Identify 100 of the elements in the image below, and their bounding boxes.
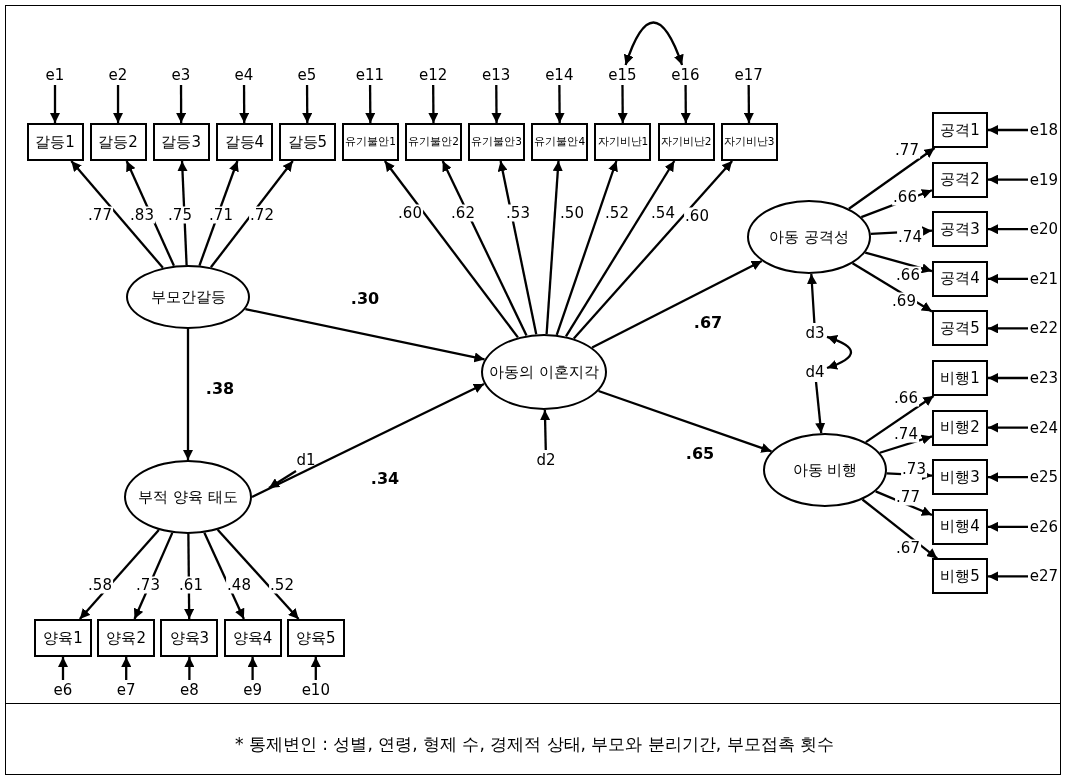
edge-label: .53 [505, 204, 531, 222]
error-label: e10 [300, 680, 331, 700]
error-label: e6 [48, 680, 78, 700]
arrow [591, 260, 763, 349]
error-label: e4 [230, 65, 258, 85]
curved-double-arrow [624, 21, 684, 66]
arrow [49, 85, 61, 123]
arrow [113, 85, 124, 123]
error-label: e14 [543, 65, 576, 85]
arrow [365, 85, 376, 123]
arrow [743, 85, 754, 123]
arrow [203, 532, 245, 620]
edge-label: .66 [892, 188, 918, 206]
edge-label: .74 [893, 425, 919, 443]
arrow [598, 389, 772, 453]
indicator-box: 공격4 [932, 260, 988, 297]
arrow [497, 160, 538, 335]
error-label: e22 [1028, 318, 1060, 339]
error-label: e7 [111, 680, 142, 700]
indicator-box: 유기불안2 [405, 123, 463, 161]
arrow [428, 85, 439, 123]
indicator-box: 비행4 [932, 508, 988, 545]
latent-ellipse: 아동 공격성 [747, 200, 871, 274]
arrow [988, 372, 1028, 384]
edge-label: .34 [369, 469, 401, 487]
indicator-box: 자기비난1 [594, 123, 652, 161]
error-label: e24 [1028, 417, 1060, 438]
arrow [988, 323, 1028, 334]
latent-ellipse: 부모간갈등 [126, 265, 250, 329]
arrow [121, 657, 132, 680]
indicator-box: 공격2 [932, 161, 988, 198]
error-label: e13 [480, 65, 513, 85]
error-label: e1 [41, 65, 69, 85]
arrow [988, 273, 1028, 284]
error-label: e15 [606, 65, 639, 85]
edge-label: .75 [167, 206, 193, 224]
arrow [554, 85, 565, 123]
error-label: e12 [417, 65, 450, 85]
arrow [865, 395, 935, 444]
indicator-box: 갈등2 [89, 123, 147, 161]
error-label: e3 [167, 65, 195, 85]
arrow [57, 657, 69, 680]
arrow [239, 85, 250, 123]
disturbance-label: d1 [294, 450, 318, 470]
arrow [565, 160, 676, 337]
arrow [216, 529, 300, 620]
arrow [184, 657, 195, 680]
indicator-box: 갈등1 [26, 123, 84, 161]
indicator-box: 양육5 [286, 619, 345, 657]
error-label: e17 [732, 65, 765, 85]
error-label: e9 [237, 680, 268, 700]
arrow [573, 160, 733, 340]
edge-label: .30 [349, 289, 381, 307]
arrow [310, 657, 321, 680]
edge-label: .77 [894, 141, 920, 159]
error-label: e26 [1028, 516, 1060, 537]
latent-ellipse: 부적 양육 태도 [124, 460, 252, 534]
edge-label: .52 [269, 576, 295, 594]
error-label: e21 [1028, 268, 1060, 289]
edge-label: .73 [135, 576, 161, 594]
edge-label: .48 [226, 576, 252, 594]
arrow [861, 498, 938, 560]
indicator-box: 공격5 [932, 310, 988, 347]
indicator-box: 공격3 [932, 211, 988, 248]
error-label: e18 [1028, 120, 1060, 140]
indicator-box: 양육2 [97, 619, 156, 657]
arrow [268, 470, 297, 489]
edge-label: .77 [895, 488, 921, 506]
arrow [988, 571, 1028, 582]
arrow [302, 85, 313, 123]
disturbance-label: d4 [803, 362, 827, 382]
arrow [383, 160, 519, 339]
indicator-box: 유기불안3 [468, 123, 526, 161]
arrow [540, 409, 551, 451]
error-label: e11 [354, 65, 386, 85]
indicator-box: 공격1 [932, 112, 988, 148]
indicator-box: 갈등5 [278, 123, 336, 161]
arrow [545, 160, 563, 335]
arrow [988, 124, 1028, 136]
indicator-box: 비행1 [932, 360, 988, 396]
arrow [247, 657, 258, 680]
arrow [198, 160, 239, 266]
error-label: e19 [1028, 169, 1060, 190]
arrow [988, 472, 1028, 483]
arrow [617, 85, 628, 123]
disturbance-label: d3 [803, 323, 827, 343]
disturbance-label: d2 [534, 450, 558, 470]
edge-label: .67 [692, 313, 724, 331]
indicator-box: 유기불안4 [531, 123, 589, 161]
arrow [210, 160, 294, 268]
arrow [176, 85, 187, 123]
arrow [814, 381, 826, 434]
indicator-box: 비행2 [932, 409, 988, 446]
indicator-box: 갈등4 [215, 123, 273, 161]
arrow [70, 160, 164, 269]
curved-double-arrow [826, 335, 853, 370]
edge-label: .66 [893, 389, 919, 407]
arrow [806, 273, 817, 324]
indicator-box: 비행3 [932, 459, 988, 496]
arrow [864, 251, 933, 274]
